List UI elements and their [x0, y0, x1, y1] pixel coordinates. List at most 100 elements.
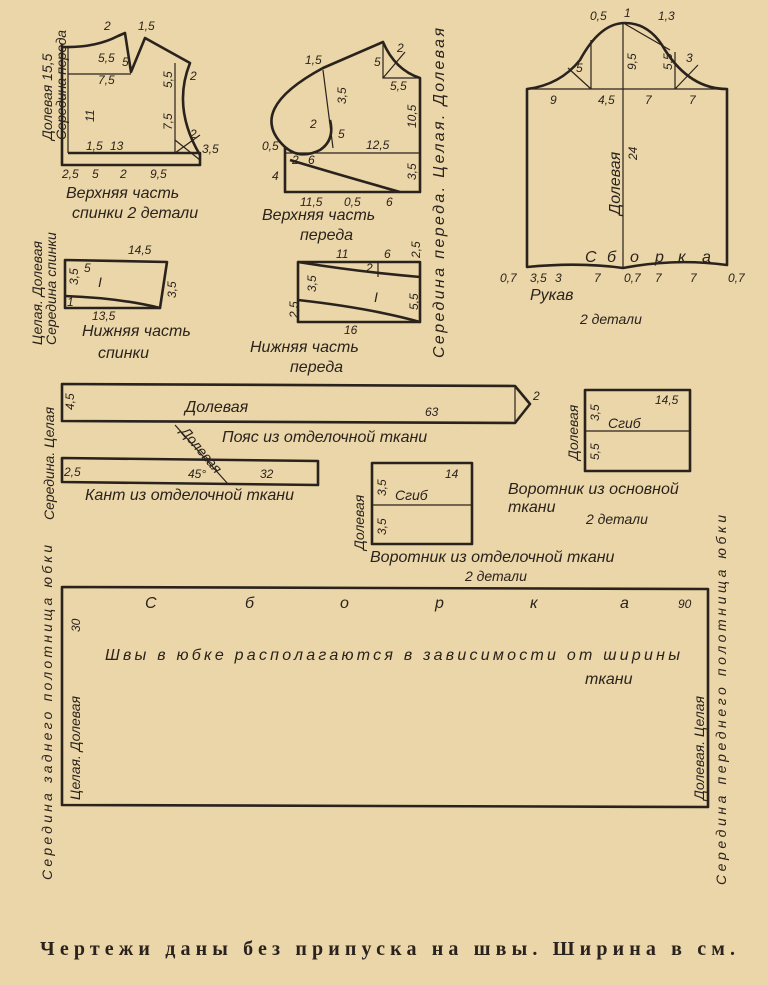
- gather-letter: р: [654, 249, 664, 266]
- measure: 0,7: [624, 271, 642, 285]
- fold-label: Сгиб: [395, 487, 429, 503]
- gather-letter: а: [620, 595, 629, 612]
- measure: 24: [626, 146, 640, 161]
- measure: 6: [384, 247, 391, 261]
- piece-title: Пояс из отделочной ткани: [222, 429, 427, 446]
- grain-label: Целая. Долевая: [67, 695, 83, 800]
- measure: 16: [344, 323, 358, 337]
- center-label: Середина заднего полотнища юбки: [39, 545, 55, 880]
- measure: 5: [576, 61, 583, 75]
- measure: 4,5: [598, 93, 615, 107]
- back-upper-piece: 2 1,5 5,5 7,5 5,5 2 11 7,5 2 1,5 13 3,5 …: [39, 19, 219, 222]
- grain-label: Долевая. Целая: [691, 695, 707, 802]
- belt-piece: 4,5 Долевая 63 2 Пояс из отделочной ткан…: [60, 382, 540, 446]
- skirt-note: Швы в юбке располагаются в зависимости о…: [105, 647, 680, 664]
- piece-title: переда: [290, 359, 343, 376]
- measure: 7,5: [161, 113, 175, 130]
- measure: 2: [119, 167, 127, 181]
- footer-note: Чертежи даны без припуска на швы. Ширина…: [40, 938, 735, 960]
- measure: 4: [272, 169, 279, 183]
- gather-letter: р: [434, 595, 444, 612]
- measure: 10,5: [405, 104, 419, 128]
- gather-letter: С: [585, 249, 597, 266]
- measure: 6: [386, 195, 393, 209]
- measure: 2: [189, 127, 197, 141]
- measure: 7: [594, 271, 602, 285]
- grain-label: Долевая 15,5: [39, 53, 55, 142]
- measure: 1,5: [86, 139, 103, 153]
- measure: 5,5: [588, 443, 602, 460]
- measure: 45°: [188, 467, 206, 481]
- collar-main-piece: 14,5 3,5 Сгиб 5,5 Долевая Воротник из ос…: [508, 388, 692, 527]
- measure: 2,5: [63, 465, 81, 479]
- measure: 0,7: [728, 271, 746, 285]
- measure: 11: [83, 110, 97, 122]
- back-lower-piece: 14,5 5 3,5 I 3,5 1 13,5 Нижняя часть спи…: [29, 232, 191, 362]
- piece-title: спинки: [98, 345, 149, 362]
- piece-title: спинки 2 детали: [72, 205, 198, 222]
- gather-letter: к: [530, 595, 539, 612]
- measure: 5: [92, 167, 99, 181]
- piece-title: 2 детали: [464, 568, 527, 584]
- front-center-label: Середина переда. Целая. Долевая: [431, 28, 448, 358]
- gather-letter: б: [607, 249, 617, 266]
- measure: 3,5: [375, 518, 389, 535]
- measure: 5,5: [407, 293, 421, 310]
- measure: 3,5: [305, 275, 319, 292]
- measure: 5,5: [98, 51, 115, 65]
- measure: 0,7: [500, 271, 518, 285]
- measure: 2,5: [61, 167, 79, 181]
- measure: 90: [678, 597, 692, 611]
- measure: 32: [260, 467, 274, 481]
- measure: 7: [689, 93, 697, 107]
- piece-title: Рукав: [530, 287, 573, 304]
- measure: 7,5: [98, 73, 115, 87]
- skirt-piece: С б о р к а 90 30 Швы в юбке располагают…: [39, 515, 729, 885]
- measure: I: [98, 274, 102, 290]
- gather-letter: к: [678, 249, 687, 266]
- piece-title: 2 детали: [585, 511, 648, 527]
- measure: 3,5: [67, 268, 81, 285]
- measure: 5,5: [661, 53, 675, 70]
- piece-title: Верхняя часть: [262, 207, 375, 224]
- sleeve-piece: 0,5 1 1,3 9,5 5,5 3 5 9 4,5 7 7 Долевая …: [500, 6, 746, 327]
- measure: 3,5: [202, 142, 219, 156]
- grain-label: Целая. Долевая: [29, 240, 45, 345]
- measure: 3: [555, 271, 562, 285]
- piece-title: 2 детали: [579, 311, 642, 327]
- measure: 5: [338, 127, 345, 141]
- measure: 9,5: [625, 53, 639, 70]
- piece-title: ткани: [508, 499, 556, 516]
- measure: 14,5: [655, 393, 679, 407]
- measure: 9,5: [150, 167, 167, 181]
- grain-label: Долевая: [565, 404, 581, 462]
- gather-letter: С: [145, 595, 157, 612]
- piece-title: переда: [300, 227, 353, 244]
- measure: 2,5: [287, 301, 301, 319]
- measure: 11,5: [300, 195, 323, 209]
- measure: 13,5: [92, 309, 116, 323]
- skirt-note: ткани: [585, 671, 633, 688]
- measure: 13: [110, 139, 124, 153]
- measure: 0,5: [344, 195, 361, 209]
- measure: 1,3: [658, 9, 675, 23]
- measure: 11: [336, 247, 348, 261]
- center-label: Середина. Целая: [41, 406, 57, 520]
- measure: 1: [67, 295, 74, 309]
- measure: 3,5: [405, 163, 419, 180]
- measure: 2: [103, 19, 111, 33]
- piece-title: Воротник из основной: [508, 481, 679, 498]
- measure: 2: [291, 153, 299, 167]
- gather-letter: о: [340, 595, 349, 612]
- measure: 5,5: [161, 71, 175, 88]
- measure: 3,5: [165, 281, 179, 298]
- measure: 2: [396, 41, 404, 55]
- measure: 12,5: [366, 138, 390, 152]
- measure: 7: [645, 93, 653, 107]
- measure: 6: [308, 153, 315, 167]
- measure: 9: [550, 93, 557, 107]
- measure: 4,5: [63, 393, 77, 410]
- measure: 3,5: [530, 271, 547, 285]
- front-upper-piece: 1,5 2 5 5,5 3,5 2 5 10,5 0,5 2 6 12,5 3,…: [262, 40, 422, 244]
- grain-label: Долевая: [183, 399, 249, 416]
